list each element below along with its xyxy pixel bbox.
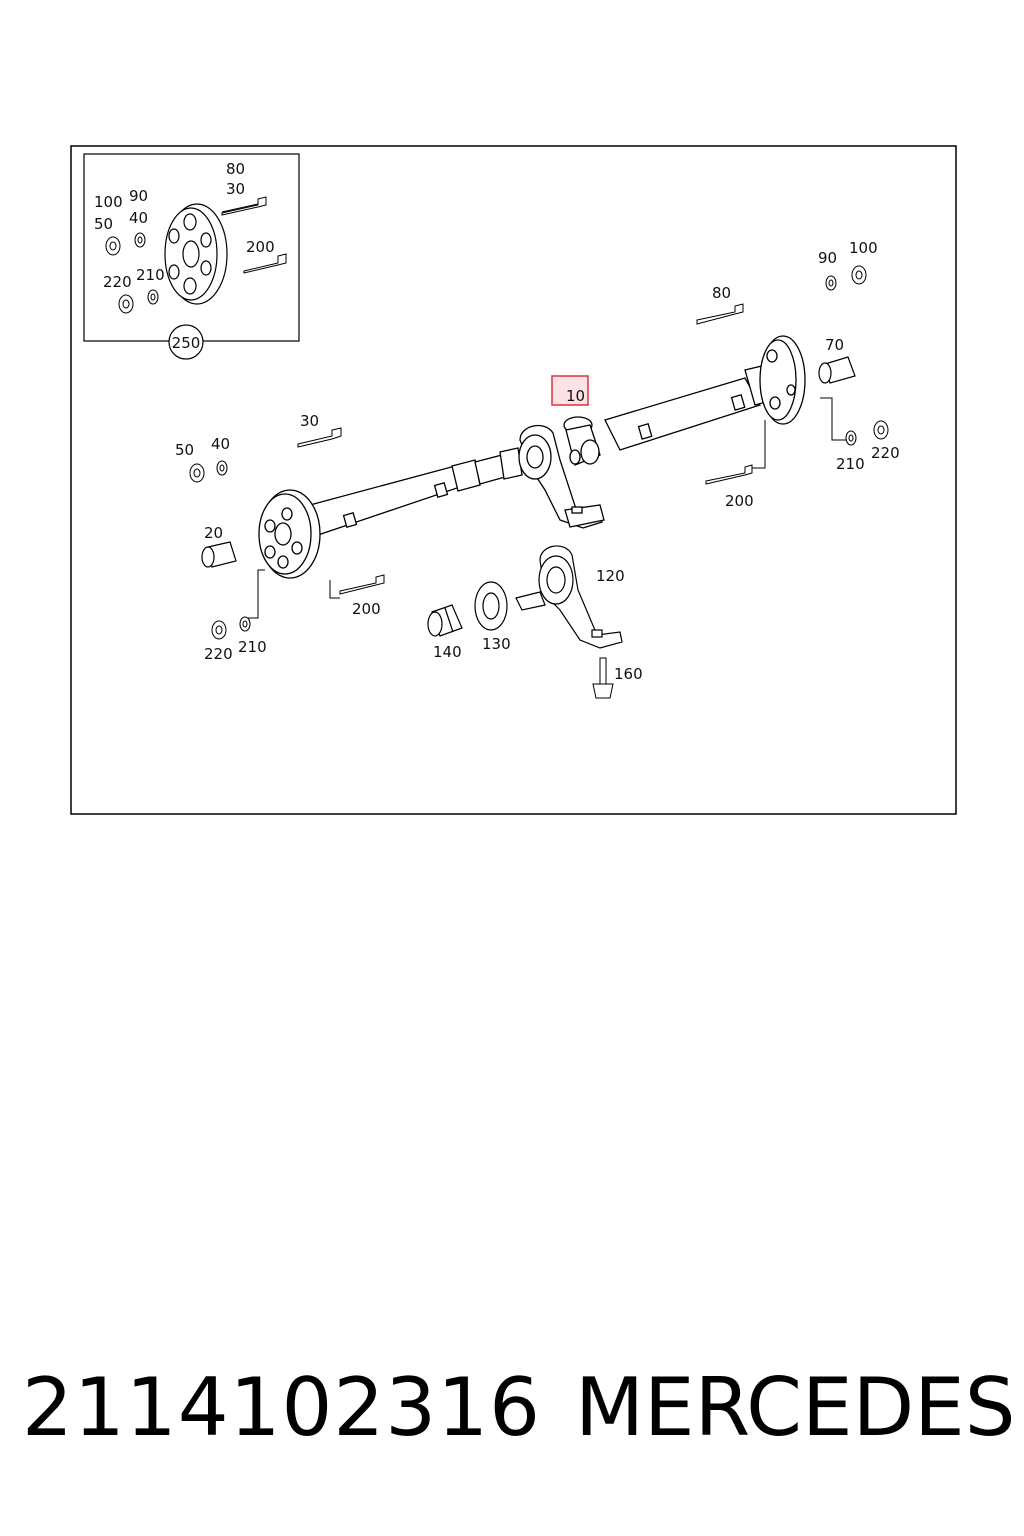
bolt-200-left-icon (339, 574, 385, 595)
inset-label-30: 30 (226, 180, 245, 198)
parts-diagram: 250 80 30 100 90 50 40 200 220 210 (70, 145, 957, 815)
bearing-130-icon (474, 581, 508, 631)
inset-label-40: 40 (129, 209, 148, 227)
callout-140: 140 (433, 643, 462, 661)
highlight-box-10 (551, 375, 589, 406)
screw-160-icon (592, 657, 614, 699)
inset-bolt-icon (221, 196, 267, 216)
callout-120: 120 (596, 567, 625, 585)
leader-lines (248, 397, 846, 619)
washer-90-icon (825, 275, 837, 291)
nut-100-icon (851, 265, 867, 285)
callout-210-right: 210 (836, 455, 865, 473)
nut-50-icon (189, 463, 205, 483)
nut-220-right-icon (873, 420, 889, 440)
callout-200-left: 200 (352, 600, 381, 618)
callout-30: 30 (300, 412, 319, 430)
washer-40-icon (216, 460, 228, 476)
inset-bolt-long-icon (243, 253, 287, 274)
inset-coupling-kit: 250 80 30 100 90 50 40 200 220 210 (83, 153, 300, 360)
washer-210-right-icon (845, 430, 857, 446)
inset-label-80: 80 (226, 160, 245, 178)
callout-220-right: 220 (871, 444, 900, 462)
callout-50: 50 (175, 441, 194, 459)
callout-40: 40 (211, 435, 230, 453)
callout-20: 20 (204, 524, 223, 542)
inset-label-210: 210 (136, 266, 165, 284)
inset-nut-220-icon (118, 294, 134, 314)
inset-label-100: 100 (94, 193, 123, 211)
inset-label-220: 220 (103, 273, 132, 291)
diagram-frame (70, 145, 957, 815)
bushing-70-icon (818, 356, 856, 384)
inset-washer-90-icon (134, 232, 146, 248)
inset-washer-210-icon (147, 289, 159, 305)
bushing-20-icon (201, 541, 237, 568)
callout-80: 80 (712, 284, 731, 302)
bolt-80-icon (696, 303, 744, 325)
inset-label-200: 200 (246, 238, 275, 256)
callout-10: 10 (566, 387, 585, 405)
inset-flex-disc-icon (164, 203, 228, 305)
boot-140-icon (427, 604, 463, 637)
nut-220-left-icon (211, 620, 227, 640)
callout-100: 100 (849, 239, 878, 257)
inset-250-circle (168, 324, 204, 360)
callout-160: 160 (614, 665, 643, 683)
bolt-30-icon (297, 427, 342, 448)
callout-90: 90 (818, 249, 837, 267)
callout-210-left: 210 (238, 638, 267, 656)
callout-130: 130 (482, 635, 511, 653)
inset-label-90: 90 (129, 187, 148, 205)
bolt-200-right-icon (705, 464, 753, 485)
inset-label-50: 50 (94, 215, 113, 233)
callout-220-left: 220 (204, 645, 233, 663)
part-number: 2114102316 (22, 1361, 541, 1454)
brand-name: MERCEDES (575, 1361, 1016, 1454)
inset-nut-100-icon (105, 236, 121, 256)
center-bearing-120-icon (515, 545, 623, 649)
propeller-shaft-icon (258, 335, 806, 579)
callout-70: 70 (825, 336, 844, 354)
callout-200-right: 200 (725, 492, 754, 510)
washer-210-left-icon (239, 616, 251, 632)
inset-label-250: 250 (172, 334, 201, 352)
